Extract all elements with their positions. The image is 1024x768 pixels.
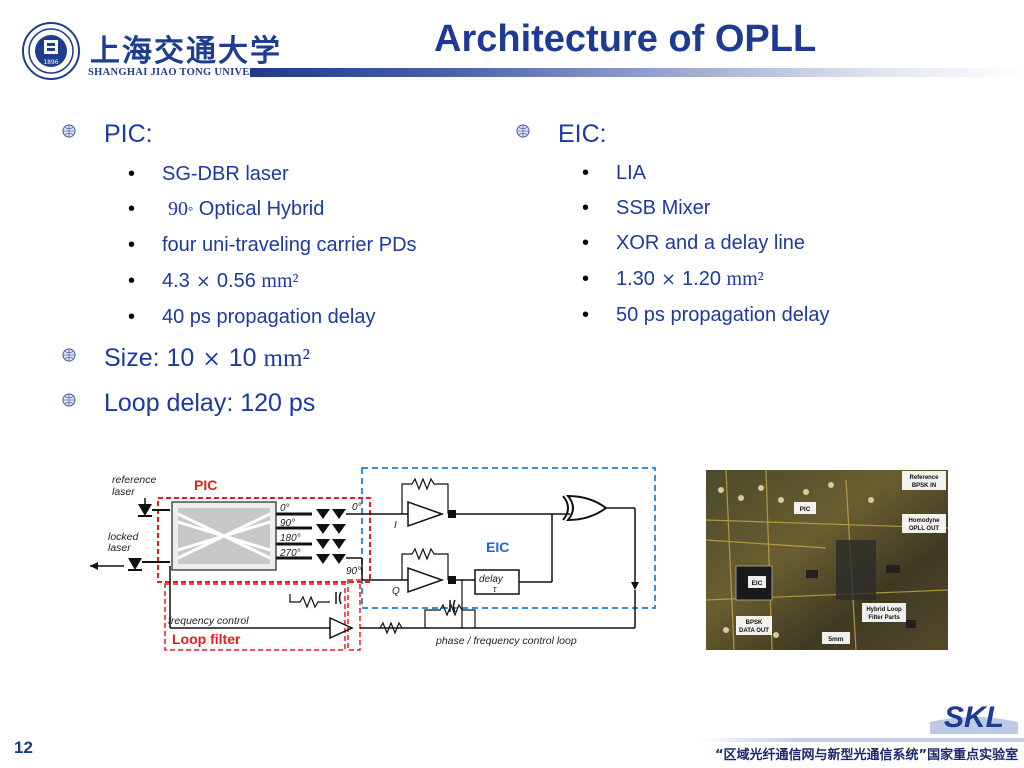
size-text: Size: 10×10 mm² <box>104 344 310 372</box>
svg-text:τ: τ <box>493 584 497 594</box>
globe-bullet-icon <box>62 123 76 138</box>
pic-item-delay: •40 ps propagation delay <box>128 306 376 328</box>
dot-icon: • <box>128 270 136 292</box>
q-label: Q <box>392 586 400 597</box>
university-name-en: SHANGHAI JIAO TONG UNIVERSITY <box>88 67 284 78</box>
loop-filter-label: Loop filter <box>172 631 241 647</box>
photo-bpsk-label: BPSK <box>746 620 763 626</box>
dot-icon: • <box>582 162 590 184</box>
dot-icon: • <box>128 234 136 256</box>
board-photo: Reference BPSK IN PIC Homodyne OPLL OUT … <box>706 470 948 650</box>
port-180-label: 180° <box>280 533 301 544</box>
photo-hybrid-label: Hybrid Loop <box>866 607 902 613</box>
bullet-size: Size: 10×10 mm² <box>62 344 310 373</box>
eic-item-size: •1.30×1.20 mm² <box>582 268 764 290</box>
svg-text:DATA OUT: DATA OUT <box>739 628 769 634</box>
svg-text:laser: laser <box>108 542 131 554</box>
photo-reference-label: Reference <box>909 475 939 481</box>
eic-item-xor: •XOR and a delay line <box>582 232 806 254</box>
page-number: 12 <box>14 738 33 757</box>
port-0-out-label: 0° <box>352 502 362 513</box>
port-270-label: 270° <box>279 548 301 559</box>
dot-icon: • <box>128 163 136 185</box>
dot-icon: • <box>582 304 590 326</box>
svg-text:Filter Parts: Filter Parts <box>868 615 900 621</box>
globe-bullet-icon <box>516 123 530 138</box>
reference-laser-label: reference <box>112 474 157 486</box>
bullet-eic: EIC: <box>516 120 607 149</box>
dot-icon: • <box>128 306 136 328</box>
svg-text:laser: laser <box>112 486 135 498</box>
eic-item-mixer: •SSB Mixer <box>582 197 711 219</box>
dot-icon: • <box>582 197 590 219</box>
port-0-label: 0° <box>280 503 290 514</box>
slide-title: Architecture of OPLL <box>434 18 817 60</box>
university-logo: 1896 <box>22 22 80 80</box>
delay-label: delay <box>479 574 504 585</box>
degree-value: 90 <box>168 198 188 220</box>
lab-name: “区域光纤通信网与新型光通信系统”国家重点实验室 <box>715 748 1019 763</box>
loop-filter-boundary <box>164 583 346 651</box>
university-name-cn: 上海交通大学 <box>90 34 282 69</box>
pic-item-laser: •SG-DBR laser <box>128 163 289 185</box>
dot-icon: • <box>128 198 136 220</box>
eic-label: EIC <box>486 539 509 555</box>
eic-item-lia: •LIA <box>582 162 647 184</box>
photo-homodyne-label: Homodyne <box>908 518 940 524</box>
loop-delay-text: Loop delay: 120 ps <box>104 389 316 417</box>
globe-bullet-icon <box>62 392 76 407</box>
logo-year: 1896 <box>43 59 58 66</box>
svg-text:SKL: SKL <box>944 701 1004 734</box>
pic-heading: PIC: <box>104 120 153 148</box>
footer-divider <box>700 738 1024 742</box>
port-90-out-label: 90° <box>346 566 361 577</box>
locked-laser-label: locked <box>108 531 140 543</box>
pic-boundary <box>157 497 371 583</box>
pic-item-size: •4.3×0.56 mm² <box>128 270 299 292</box>
eic-boundary <box>361 467 656 609</box>
eic-heading: EIC: <box>558 120 607 148</box>
photo-pic-label: PIC <box>800 506 811 513</box>
pic-item-pds: •four uni-traveling carrier PDs <box>128 234 417 256</box>
opll-block-diagram: reference laser PIC locked laser 0° 90° … <box>90 467 656 651</box>
dot-icon: • <box>582 268 590 290</box>
title-gradient-bar <box>250 68 1024 77</box>
photo-eic-label: EIC <box>752 580 763 587</box>
bullet-loop-delay: Loop delay: 120 ps <box>62 389 315 418</box>
phase-loop-label: phase / frequency control loop <box>435 635 577 647</box>
i-label: I <box>394 520 397 531</box>
dot-icon: • <box>582 232 590 254</box>
port-90-label: 90° <box>280 518 295 529</box>
skl-logo: SKL <box>930 701 1018 734</box>
bullet-pic: PIC: <box>62 120 153 149</box>
degree-symbol: ° <box>188 203 194 218</box>
globe-bullet-icon <box>62 347 76 362</box>
frequency-control-label: frequency control <box>168 615 249 627</box>
svg-text:BPSK IN: BPSK IN <box>912 483 936 489</box>
photo-scale-label: 5mm <box>828 636 843 643</box>
pic-item-hybrid: • 90° Optical Hybrid <box>128 198 325 220</box>
pic-label: PIC <box>194 477 217 493</box>
svg-text:OPLL OUT: OPLL OUT <box>909 526 940 532</box>
eic-item-delay: •50 ps propagation delay <box>582 304 830 326</box>
